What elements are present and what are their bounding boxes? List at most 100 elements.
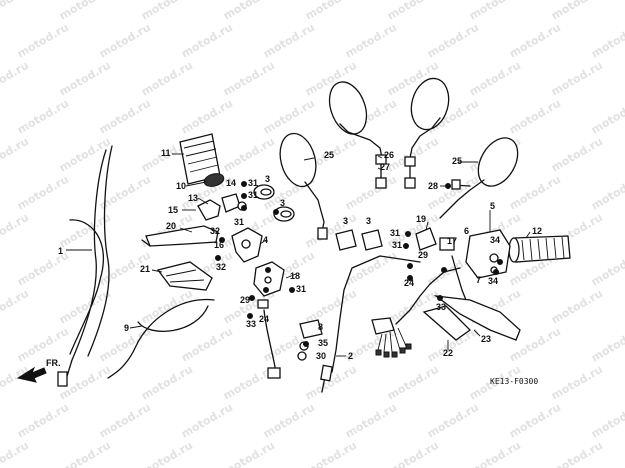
watermark-text: motod.ru: [549, 363, 605, 403]
watermark-text: motod.ru: [261, 97, 317, 137]
watermark-text: motod.ru: [385, 439, 441, 468]
part-label-13: 13: [188, 193, 198, 203]
watermark-text: motod.ru: [507, 21, 563, 61]
part-label-21: 21: [140, 264, 150, 274]
lever-bracket-left: [231, 227, 263, 263]
watermark-text: motod.ru: [97, 21, 153, 61]
watermark-text: motod.ru: [15, 173, 71, 213]
part-label-25: 25: [324, 150, 334, 160]
watermark-text: motod.ru: [0, 363, 31, 403]
direction-label: FR.: [46, 358, 61, 368]
top-left-mirror: [328, 81, 387, 189]
part-label-28: 28: [428, 181, 438, 191]
part-label-31: 31: [248, 178, 258, 188]
watermark-text: motod.ru: [15, 401, 71, 441]
watermark-text: motod.ru: [57, 59, 113, 99]
part-label-25: 25: [452, 156, 462, 166]
part-label-11: 11: [161, 148, 171, 158]
part-label-34: 34: [488, 276, 498, 286]
center-switch-parts: [335, 227, 455, 251]
watermark-text: motod.ru: [57, 439, 113, 468]
watermark-text: motod.ru: [179, 97, 235, 137]
part-label-8: 8: [318, 322, 323, 332]
watermark-text: motod.ru: [549, 59, 605, 99]
part-label-24: 24: [404, 278, 414, 288]
watermark-text: motod.ru: [139, 287, 195, 327]
top-right-mirror: [404, 77, 450, 189]
part-label-3: 3: [280, 198, 285, 208]
watermark-text: motod.ru: [0, 135, 31, 175]
watermark-text: motod.ru: [261, 401, 317, 441]
watermark-text: motod.ru: [0, 287, 31, 327]
front-direction-arrow: FR.: [16, 358, 61, 383]
watermark-text: motod.ru: [385, 363, 441, 403]
watermark-text: motod.ru: [0, 59, 31, 99]
watermark-text: motod.ru: [15, 21, 71, 61]
part-label-30: 30: [316, 351, 326, 361]
left-grip: [179, 133, 225, 187]
choke-parts: [197, 193, 247, 221]
part-label-14: 14: [226, 178, 236, 188]
watermark-text: motod.ru: [221, 135, 277, 175]
part-label-23: 23: [481, 334, 491, 344]
part-label-12: 12: [532, 226, 542, 236]
watermark-text: motod.ru: [467, 0, 523, 23]
part-label-24: 24: [259, 314, 269, 324]
watermark-text: motod.ru: [425, 173, 481, 213]
part-label-31: 31: [296, 284, 306, 294]
lever-cover: [156, 261, 213, 291]
part-label-27: 27: [380, 162, 390, 172]
watermark-text: motod.ru: [0, 0, 31, 23]
watermark-text: motod.ru: [549, 287, 605, 327]
part-label-9: 9: [124, 323, 129, 333]
part-label-10: 10: [176, 181, 186, 191]
part-label-17: 17: [447, 236, 457, 246]
watermark-text: motod.ru: [425, 21, 481, 61]
watermark-text: motod.ru: [179, 21, 235, 61]
clutch-cable: [57, 145, 113, 387]
watermark-text: motod.ru: [139, 59, 195, 99]
watermark-text: motod.ru: [15, 97, 71, 137]
part-labels: 1 2 3 3 3 3 4 5 6 7 8 9 10 11 12 13 14 1…: [58, 148, 542, 361]
drawing-code: KE13-F0300: [490, 377, 538, 386]
watermark-text: motod.ru: [425, 401, 481, 441]
watermark-text: motod.ru: [589, 249, 625, 289]
part-label-1: 1: [58, 246, 63, 256]
choke-cable: [107, 298, 215, 379]
lever-holder: [253, 261, 323, 361]
part-label-15: 15: [168, 205, 178, 215]
part-label-18: 18: [290, 271, 300, 281]
leader-lines: [66, 153, 531, 357]
watermark-text: motod.ru: [303, 0, 359, 23]
watermark-text: motod.ru: [303, 287, 359, 327]
watermark-text: motod.ru: [549, 439, 605, 468]
watermark-text: motod.ru: [467, 59, 523, 99]
watermark-text: motod.ru: [343, 21, 399, 61]
watermark-text: motod.ru: [589, 97, 625, 137]
watermark-text: motod.ru: [221, 59, 277, 99]
watermark-text: motod.ru: [97, 401, 153, 441]
watermark-text: motod.ru: [15, 325, 71, 365]
watermark-text: motod.ru: [139, 0, 195, 23]
part-label-31: 31: [390, 228, 400, 238]
part-label-22: 22: [443, 348, 453, 358]
part-label-16: 16: [214, 240, 224, 250]
left-mirror: [279, 132, 328, 240]
watermark-text: motod.ru: [589, 173, 625, 213]
watermark-text: motod.ru: [507, 97, 563, 137]
part-label-3: 3: [366, 216, 371, 226]
part-label-19: 19: [416, 214, 426, 224]
part-label-31: 31: [248, 190, 258, 200]
brake-lever: [422, 295, 521, 341]
part-label-31: 31: [234, 217, 244, 227]
watermark-text: motod.ru: [57, 0, 113, 23]
watermark-text: motod.ru: [507, 401, 563, 441]
right-mirror: [439, 137, 519, 219]
watermark-text: motod.ru: [221, 439, 277, 468]
part-label-34: 34: [490, 235, 500, 245]
watermark-text: motod.ru: [507, 173, 563, 213]
watermark-text: motod.ru: [139, 439, 195, 468]
watermark-text: motod.ru: [97, 97, 153, 137]
